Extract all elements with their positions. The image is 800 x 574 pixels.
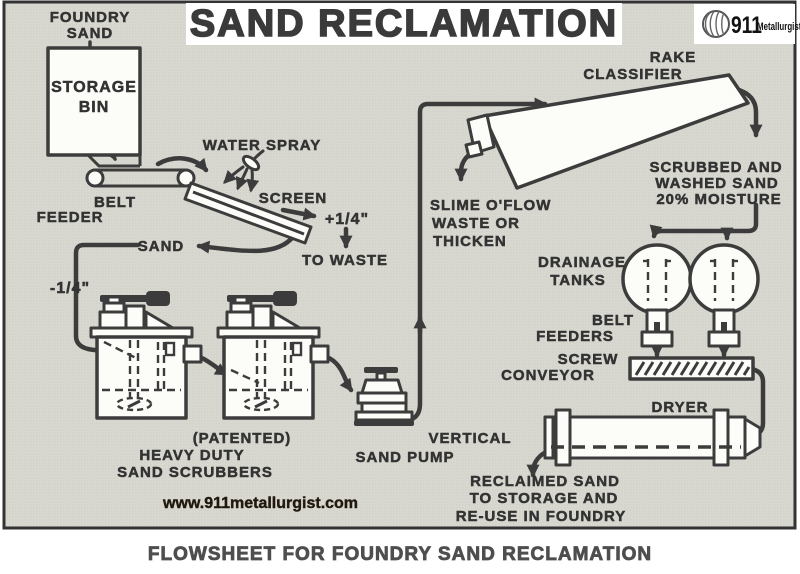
storage-bin-label: STORAGE xyxy=(51,79,137,96)
to-waste-label: TO WASTE xyxy=(302,252,388,269)
oversize-label: +1/4" xyxy=(325,211,369,228)
scrubber2-to-pump-pipe xyxy=(324,354,354,393)
undersize-label: -1/4" xyxy=(50,280,90,297)
sand-pump-label: VERTICAL xyxy=(429,430,512,447)
slime-label: WASTE OR xyxy=(432,215,520,232)
website-text: www.911metallurgist.com xyxy=(162,495,358,512)
scrubbers-label: (PATENTED) xyxy=(193,430,292,447)
logo: 911 Metallurgist xyxy=(694,4,800,44)
vertical-sand-pump xyxy=(354,367,414,426)
reclaimed-sand-label: TO STORAGE AND xyxy=(470,490,619,507)
screen-underflow-to-sand-arrow xyxy=(196,234,296,254)
sand-to-drainage-pipe xyxy=(649,202,759,239)
foundry-sand-label: FOUNDRY xyxy=(50,9,131,26)
water-spray-label: WATER SPRAY xyxy=(203,137,322,154)
dryer-label: DRYER xyxy=(652,399,709,416)
scrubbed-sand-label: SCRUBBED AND xyxy=(649,159,782,176)
spray-arrow xyxy=(223,165,245,184)
screw-conveyor-label: CONVEYOR xyxy=(501,367,595,384)
title-box: SAND RECLAMATION xyxy=(186,2,622,46)
scrubbers-label: HEAVY DUTY xyxy=(139,447,244,464)
belt-feeder-label: FEEDER xyxy=(37,209,104,226)
scrubbed-sand-label: WASHED SAND xyxy=(655,175,779,192)
rake-classifier xyxy=(464,73,750,190)
water-spray-nozzle xyxy=(241,154,261,172)
screw-conveyor-label: SCREW xyxy=(558,351,619,368)
spray-arrow xyxy=(246,168,260,193)
belt-feeders-label: FEEDERS xyxy=(536,328,614,345)
screen-label: SCREEN xyxy=(259,190,328,207)
rake-classifier-label: CLASSIFIER xyxy=(583,66,682,83)
sand-label: SAND xyxy=(138,238,185,255)
flowsheet-caption: FLOWSHEET FOR FOUNDRY SAND RECLAMATION xyxy=(148,544,652,565)
slime-label: SLIME O'FLOW xyxy=(430,197,551,214)
foundry-sand-label: SAND xyxy=(67,25,114,42)
logo-number: 911 xyxy=(731,11,762,39)
globe-icon xyxy=(702,10,730,38)
screen xyxy=(183,181,313,245)
belt-feeder-label: BELT xyxy=(94,194,136,211)
belt-feeders-label: BELT xyxy=(592,312,634,329)
sand-pump-label: SAND PUMP xyxy=(355,449,454,466)
reclaimed-sand-label: RE-USE IN FOUNDRY xyxy=(456,508,627,525)
scrubber2-feed-stream xyxy=(230,368,260,385)
diagram-labels: FOUNDRY SAND STORAGE BIN BELT FEEDER WAT… xyxy=(36,9,782,526)
storage-bin xyxy=(46,46,142,168)
scrubber1-feed-stream xyxy=(103,340,137,360)
drainage-tanks-label: TANKS xyxy=(550,272,606,289)
drainage-tank-2 xyxy=(688,243,760,348)
storage-bin-label: BIN xyxy=(79,99,110,116)
drainage-tanks-label: DRAINAGE xyxy=(538,254,626,271)
slime-label: THICKEN xyxy=(433,233,507,250)
sand-scrubber-1 xyxy=(89,291,203,420)
spray-arrow xyxy=(235,167,249,191)
reclaimed-sand-label: RECLAIMED SAND xyxy=(470,473,620,490)
rake-classifier-label: RAKE xyxy=(650,49,697,66)
scrubbers-label: SAND SCRUBBERS xyxy=(117,464,273,481)
scrubbed-sand-label: 20% MOISTURE xyxy=(656,191,781,208)
belt-to-screen-arrow xyxy=(155,156,209,173)
screw-conveyor xyxy=(628,356,755,381)
logo-name: Metallurgist xyxy=(757,21,800,34)
oversize-arrow xyxy=(280,207,317,221)
dryer xyxy=(543,408,762,467)
drainage-tank-1 xyxy=(621,243,693,348)
page-title: SAND RECLAMATION xyxy=(190,3,618,45)
